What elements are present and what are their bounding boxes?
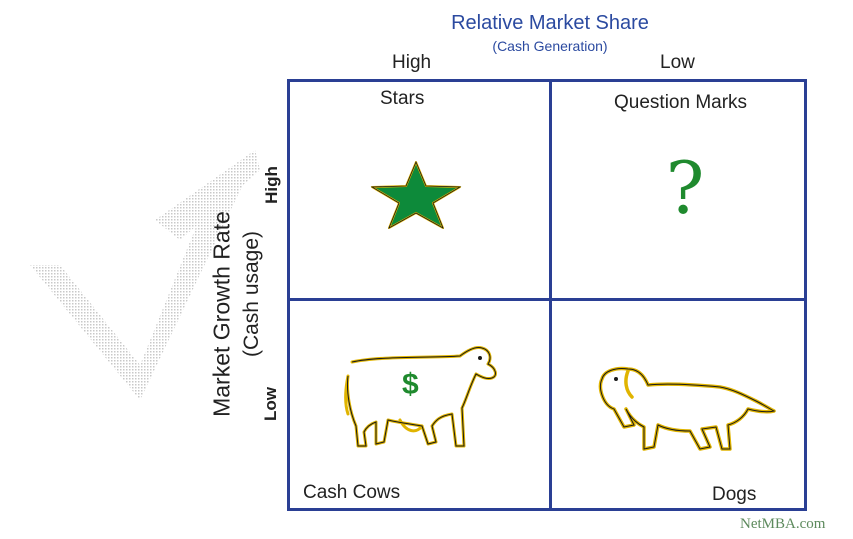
bcg-matrix [287,79,807,511]
cow-icon: $ [344,346,497,448]
y-axis-low-label: Low [261,387,280,421]
star-icon [370,160,462,229]
x-axis-low-label: Low [660,52,695,73]
matrix-horizontal-divider [290,298,804,301]
x-axis-subtitle: (Cash Generation) [492,38,608,54]
source-credit: NetMBA.com [740,516,826,532]
quadrant-label-question-marks: Question Marks [614,92,748,113]
dollar-sign-icon: $ [402,368,419,401]
quadrant-label-stars: Stars [380,88,425,109]
matrix-vertical-divider [549,82,552,508]
y-axis-subtitle: (Cash usage) [240,230,263,358]
y-axis-title: Market Growth Rate [208,211,235,417]
dog-icon [598,366,776,451]
x-axis-title: Relative Market Share [451,12,649,34]
question-mark-icon: ? [665,146,705,230]
quadrant-label-cash-cows: Cash Cows [303,482,401,503]
watermark-logo [30,150,260,400]
y-axis-high-label: High [262,166,281,204]
quadrant-label-dogs: Dogs [712,484,757,505]
x-axis-high-label: High [392,52,432,73]
